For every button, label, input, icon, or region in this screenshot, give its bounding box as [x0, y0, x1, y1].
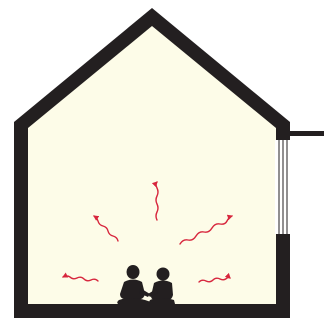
- roof-overhang: [290, 131, 324, 136]
- window: [275, 140, 291, 234]
- two-children-sitting-silhouette-icon: [117, 265, 175, 304]
- wavy-arrow-icon: [61, 272, 99, 282]
- heat-arrows: [61, 181, 234, 283]
- wavy-arrow-icon: [151, 181, 159, 221]
- wavy-arrow-icon: [198, 272, 231, 283]
- house-interior: [28, 26, 276, 304]
- wavy-arrow-icon: [93, 215, 119, 242]
- wavy-arrow-icon: [179, 214, 234, 245]
